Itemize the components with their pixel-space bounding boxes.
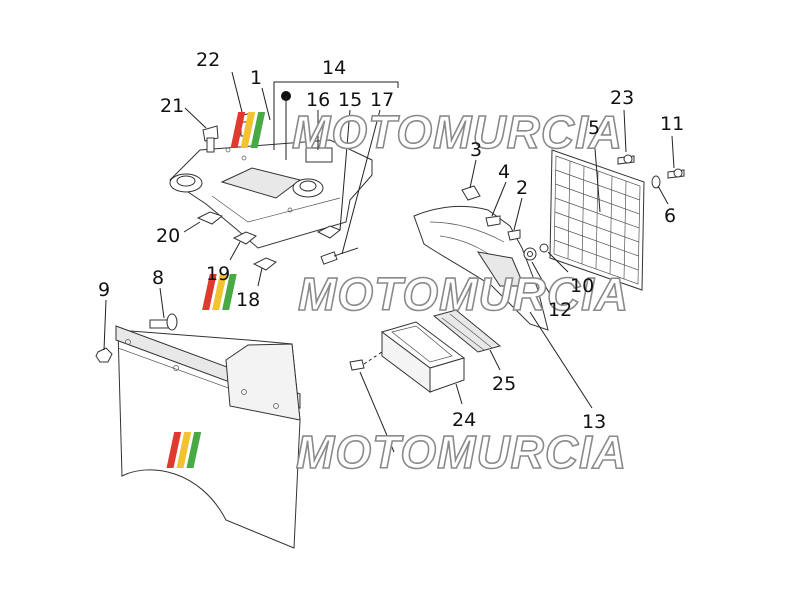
svg-text:MOTOMURCIA: MOTOMURCIA bbox=[298, 268, 629, 320]
svg-text:MOTOMURCIA: MOTOMURCIA bbox=[292, 106, 623, 158]
callout-23: 23 bbox=[610, 87, 634, 109]
callout-21: 21 bbox=[160, 95, 184, 117]
tray-bracket bbox=[169, 139, 373, 249]
svg-text:MOTOMURCIA: MOTOMURCIA bbox=[296, 426, 627, 478]
mudflap bbox=[115, 325, 301, 549]
callout-5: 5 bbox=[588, 117, 600, 139]
callout-19: 19 bbox=[206, 263, 230, 285]
watermark-top: MOTOMURCIA bbox=[230, 105, 623, 159]
bolt-and-nut bbox=[95, 313, 178, 363]
callout-9: 9 bbox=[98, 279, 110, 301]
callout-12: 12 bbox=[548, 299, 572, 321]
leader-lines bbox=[103, 71, 675, 453]
callout-25: 25 bbox=[492, 373, 516, 395]
battery-pad bbox=[432, 309, 502, 353]
callout-labels: 1 2 3 4 5 6 8 9 10 11 12 13 14 15 16 17 … bbox=[98, 49, 684, 433]
callout-10: 10 bbox=[570, 275, 594, 297]
callout-6: 6 bbox=[664, 205, 676, 227]
clip-nuts-left bbox=[196, 211, 341, 271]
callout-14: 14 bbox=[322, 57, 346, 79]
callout-4: 4 bbox=[498, 161, 510, 183]
watermark-bottom: MOTOMURCIA bbox=[166, 425, 627, 479]
callout-18: 18 bbox=[236, 289, 260, 311]
callout-15: 15 bbox=[338, 89, 362, 111]
callout-16: 16 bbox=[306, 89, 330, 111]
battery-box bbox=[380, 321, 466, 393]
watermark-middle: MOTOMURCIA bbox=[202, 267, 629, 321]
plate-holder bbox=[549, 149, 645, 291]
callout-13: 13 bbox=[582, 411, 606, 433]
callout-24: 24 bbox=[452, 409, 476, 431]
callout-2: 2 bbox=[516, 177, 528, 199]
callout-22: 22 bbox=[196, 49, 220, 71]
callout-11: 11 bbox=[660, 113, 684, 135]
callout-3: 3 bbox=[470, 139, 482, 161]
rivet bbox=[320, 247, 359, 265]
screws-right bbox=[617, 154, 685, 189]
callout-17: 17 bbox=[370, 89, 394, 111]
callout-1: 1 bbox=[250, 67, 262, 89]
box-screw bbox=[349, 351, 383, 371]
light-housing bbox=[413, 185, 549, 331]
callout-8: 8 bbox=[152, 267, 164, 289]
callout-20: 20 bbox=[156, 225, 180, 247]
